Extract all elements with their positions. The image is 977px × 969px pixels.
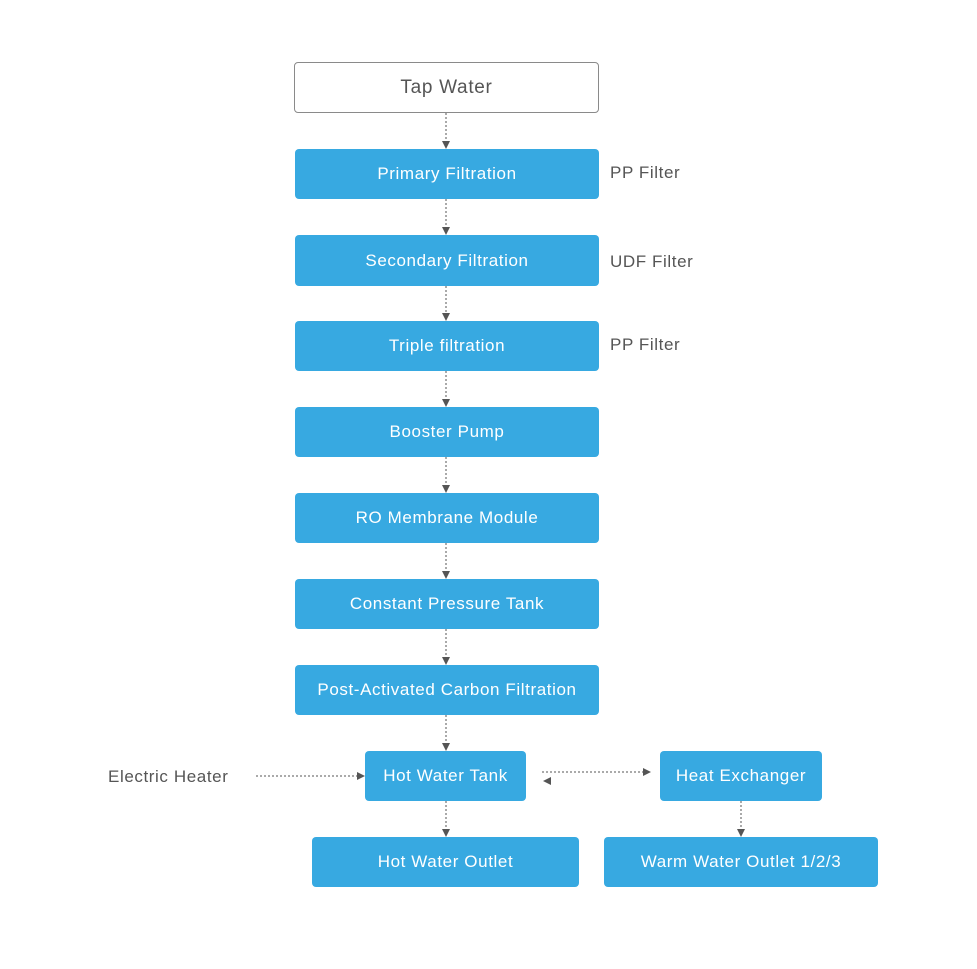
hot-water-outlet-node: Hot Water Outlet: [312, 837, 579, 887]
warm-water-outlet-label: Warm Water Outlet 1/2/3: [640, 852, 842, 871]
heat-exchanger-label: Heat Exchanger: [675, 766, 807, 785]
booster-pump-node: Booster Pump: [295, 407, 599, 457]
ro-membrane-label: RO Membrane Module: [355, 508, 539, 527]
carbon-filtration-node: Post-Activated Carbon Filtration: [295, 665, 599, 715]
secondary-filtration-label: Secondary Filtration: [365, 250, 529, 270]
triple-filtration-label: Triple filtration: [388, 336, 506, 355]
booster-pump-label: Booster Pump: [389, 422, 505, 441]
secondary-filtration-node: Secondary Filtration: [295, 235, 599, 286]
ro-membrane-node: RO Membrane Module: [295, 493, 599, 543]
warm-water-outlet-node: Warm Water Outlet 1/2/3: [604, 837, 878, 887]
heat-exchanger-node: Heat Exchanger: [660, 751, 822, 801]
hot-water-outlet-label: Hot Water Outlet: [377, 852, 514, 871]
arrow-exchanger-return-head: [543, 777, 551, 785]
tap-water-node: Tap Water: [294, 62, 599, 113]
carbon-filtration-label: Post-Activated Carbon Filtration: [317, 680, 577, 699]
hot-water-tank-node: Hot Water Tank: [365, 751, 526, 801]
tap-water-label: Tap Water: [400, 76, 493, 98]
constant-pressure-tank-label: Constant Pressure Tank: [349, 594, 545, 613]
triple-filter-annotation: PP Filter: [610, 335, 681, 354]
triple-filtration-node: Triple filtration: [295, 321, 599, 371]
primary-filtration-node: Primary Filtration: [295, 149, 599, 199]
primary-filtration-label: Primary Filtration: [377, 164, 517, 183]
constant-pressure-tank-node: Constant Pressure Tank: [295, 579, 599, 629]
hot-water-tank-label: Hot Water Tank: [383, 766, 508, 785]
primary-filter-annotation: PP Filter: [610, 163, 681, 182]
electric-heater-annotation: Electric Heater: [108, 767, 229, 786]
secondary-filter-annotation: UDF Filter: [610, 252, 694, 271]
